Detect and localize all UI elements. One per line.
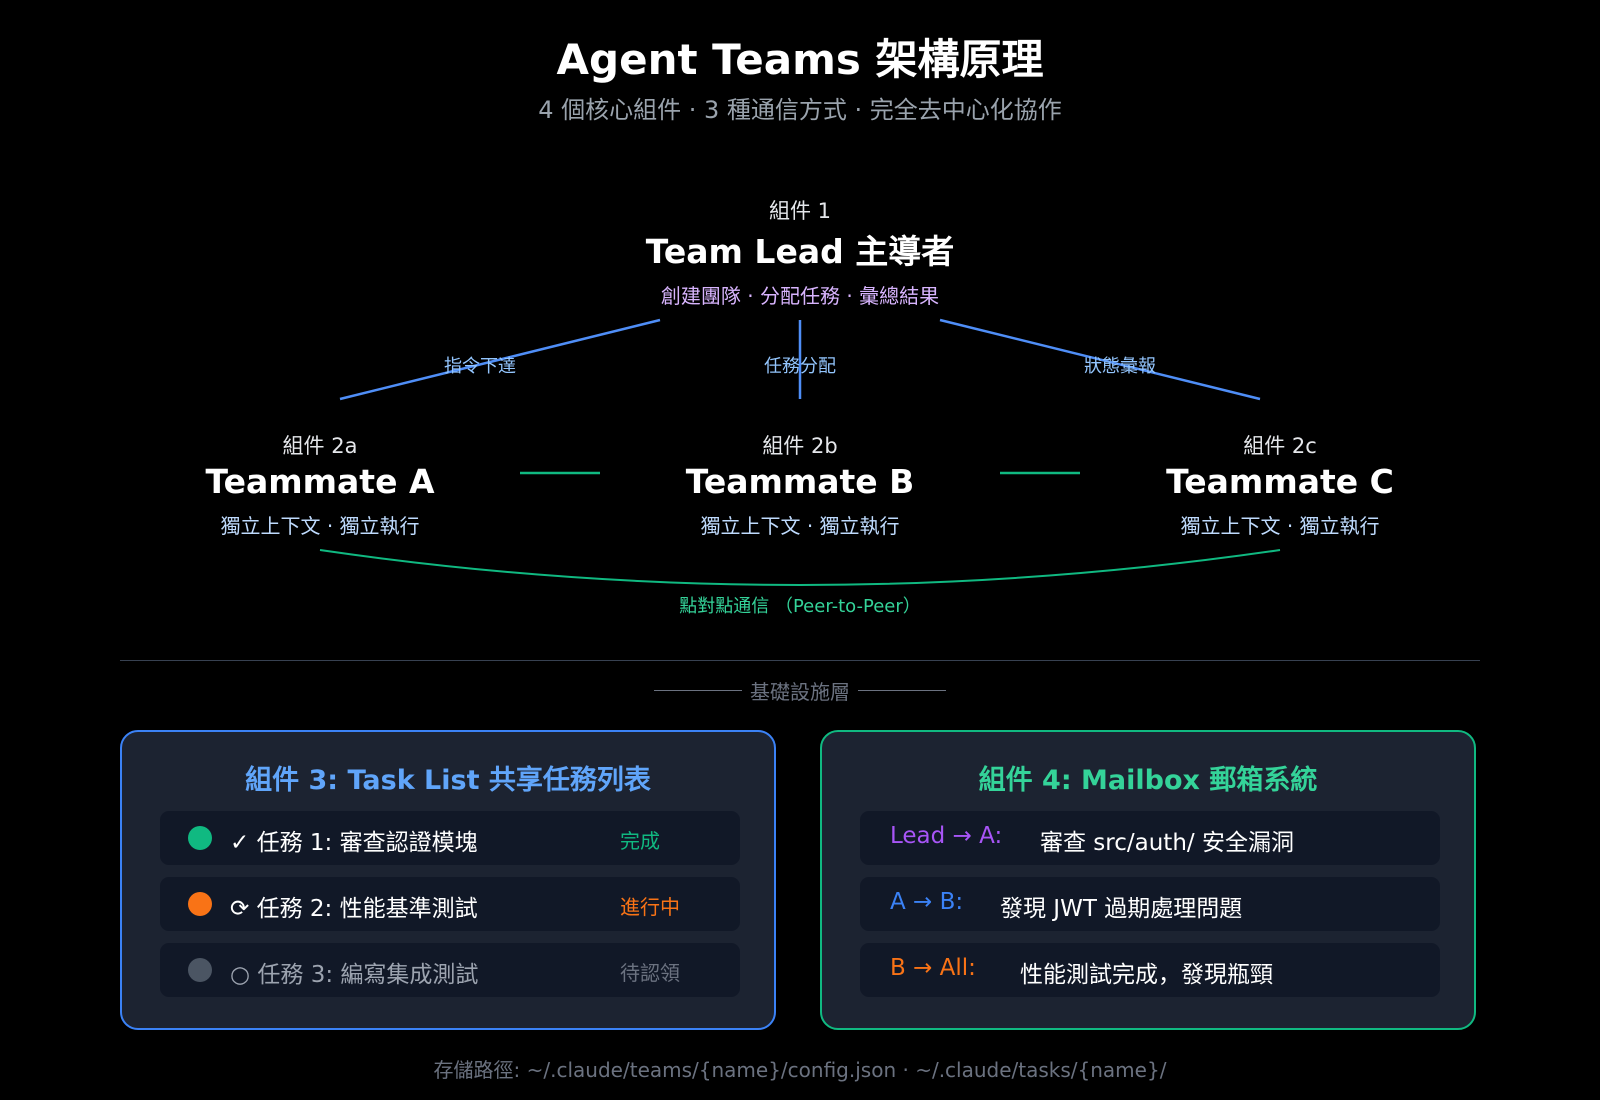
message-row[interactable]: Lead → A: 審查 src/auth/ 安全漏洞 (860, 811, 1440, 865)
edge-peer-curve (319, 549, 1281, 586)
status-dot (188, 826, 212, 850)
message-route: B → All: (890, 955, 976, 981)
lead-title: Team Lead 主導者 (645, 232, 955, 271)
infra-layer-label: 基礎設施層 (654, 676, 946, 705)
task-status: 完成 (620, 829, 660, 853)
teammate-c-desc: 獨立上下文 · 獨立執行 (1180, 514, 1380, 538)
teammate-a-desc: 獨立上下文 · 獨立執行 (220, 514, 420, 538)
edge-label-right: 狀態彙報 (1084, 356, 1156, 377)
infra-layer-text: 基礎設施層 (750, 680, 850, 704)
task-row[interactable]: ✓ 任務 1: 審查認證模塊 完成 (160, 811, 740, 865)
message-row[interactable]: A → B: 發現 JWT 過期處理問題 (860, 877, 1440, 931)
lead-component-label: 組件 1 (768, 199, 832, 223)
teammate-b-title: Teammate B (685, 462, 915, 501)
edge-lead-to-c (939, 318, 1261, 401)
task-text: ○ 任務 3: 編寫集成測試 (230, 962, 479, 988)
message-text: 性能測試完成，發現瓶頸 (1020, 962, 1273, 988)
mailbox-panel: 組件 4: Mailbox 郵箱系統 Lead → A: 審查 src/auth… (820, 730, 1476, 1030)
message-route: Lead → A: (890, 823, 1003, 849)
task-list-panel: 組件 3: Task List 共享任務列表 ✓ 任務 1: 審查認證模塊 完成… (120, 730, 776, 1030)
page-subtitle: 4 個核心組件 · 3 種通信方式 · 完全去中心化協作 (538, 96, 1062, 124)
edge-lead-to-a (339, 318, 661, 401)
task-status: 進行中 (620, 895, 680, 919)
peer-to-peer-label: 點對點通信 （Peer-to-Peer） (679, 596, 921, 617)
message-text: 審查 src/auth/ 安全漏洞 (1040, 830, 1294, 856)
teammate-a-component-label: 組件 2a (282, 434, 358, 458)
section-divider (120, 660, 1480, 661)
infra-dash-left (654, 690, 742, 691)
edge-label-left: 指令下達 (444, 356, 516, 377)
lead-desc: 創建團隊 · 分配任務 · 彙總結果 (660, 284, 940, 308)
task-list-title: 組件 3: Task List 共享任務列表 (245, 765, 651, 796)
storage-path-footer: 存儲路徑: ~/.claude/teams/{name}/config.json… (433, 1058, 1167, 1082)
teammate-c-component-label: 組件 2c (1243, 434, 1317, 458)
task-text: ✓ 任務 1: 審查認證模塊 (230, 830, 478, 856)
message-text: 發現 JWT 過期處理問題 (1000, 896, 1243, 922)
status-dot (188, 958, 212, 982)
mailbox-title: 組件 4: Mailbox 郵箱系統 (978, 765, 1318, 796)
teammate-b-desc: 獨立上下文 · 獨立執行 (700, 514, 900, 538)
teammate-c-title: Teammate C (1166, 462, 1394, 501)
message-route: A → B: (890, 889, 964, 915)
infra-dash-right (858, 690, 946, 691)
task-row[interactable]: ○ 任務 3: 編寫集成測試 待認領 (160, 943, 740, 997)
page-title: Agent Teams 架構原理 (556, 35, 1044, 84)
edge-label-middle: 任務分配 (764, 356, 836, 377)
task-status: 待認領 (620, 961, 680, 985)
status-dot (188, 892, 212, 916)
teammate-b-component-label: 組件 2b (762, 434, 838, 458)
message-row[interactable]: B → All: 性能測試完成，發現瓶頸 (860, 943, 1440, 997)
task-text: ⟳ 任務 2: 性能基準測試 (230, 896, 478, 922)
teammate-a-title: Teammate A (205, 462, 435, 501)
task-row[interactable]: ⟳ 任務 2: 性能基準測試 進行中 (160, 877, 740, 931)
